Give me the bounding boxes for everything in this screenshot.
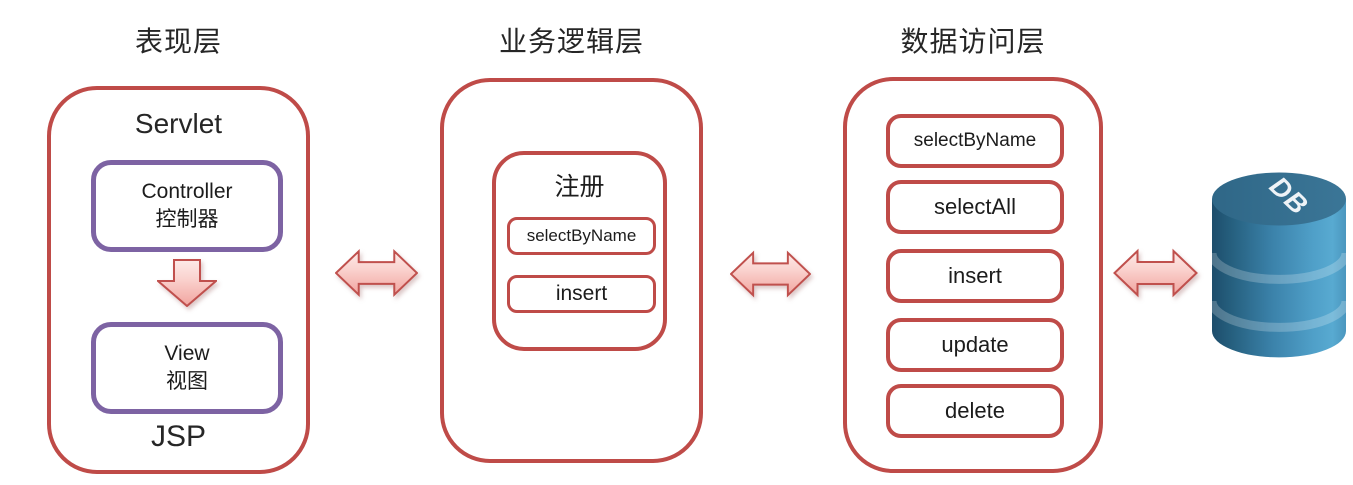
- left-right-arrow-icon: [730, 250, 811, 298]
- controller-label-zh: 控制器: [155, 208, 219, 231]
- business-method-selectByName: selectByName: [507, 217, 656, 255]
- method-label: update: [941, 332, 1009, 357]
- dao-method-selectAll: selectAll: [886, 180, 1064, 234]
- view-label-en: View: [164, 341, 210, 365]
- dao-method-delete: delete: [886, 384, 1064, 438]
- controller-label-en: Controller: [141, 179, 233, 203]
- layer-title-business: 业务逻辑层: [498, 26, 644, 57]
- method-label: selectByName: [913, 130, 1037, 151]
- method-label: insert: [555, 282, 608, 305]
- method-label: delete: [945, 398, 1005, 423]
- register-group: 注册 selectByName insert: [492, 151, 667, 351]
- register-group-title: 注册: [554, 173, 605, 201]
- controller-box: Controller 控制器: [91, 160, 283, 252]
- method-label: selectByName: [526, 226, 637, 245]
- view-label-zh: 视图: [166, 370, 208, 393]
- servlet-label: Servlet: [134, 108, 223, 139]
- data-access-layer-panel: selectByName selectAll insert update del…: [843, 77, 1103, 473]
- business-layer-panel: 注册 selectByName insert: [440, 78, 703, 463]
- layer-title-data-access: 数据访问层: [900, 26, 1046, 57]
- database-icon: DB: [1212, 171, 1346, 358]
- dao-method-update: update: [886, 318, 1064, 372]
- presentation-layer-panel: Servlet Controller 控制器 View 视图 JSP: [47, 86, 310, 474]
- method-label: selectAll: [934, 194, 1016, 219]
- dao-method-selectByName: selectByName: [886, 114, 1064, 168]
- business-method-insert: insert: [507, 275, 656, 313]
- left-right-arrow-icon: [1113, 248, 1198, 298]
- method-label: insert: [948, 263, 1002, 288]
- left-right-arrow-icon: [335, 248, 418, 298]
- jsp-label: JSP: [150, 420, 207, 453]
- view-box: View 视图: [91, 322, 283, 414]
- dao-method-insert: insert: [886, 249, 1064, 303]
- layer-title-presentation: 表现层: [134, 26, 222, 57]
- down-arrow-icon: [157, 259, 217, 307]
